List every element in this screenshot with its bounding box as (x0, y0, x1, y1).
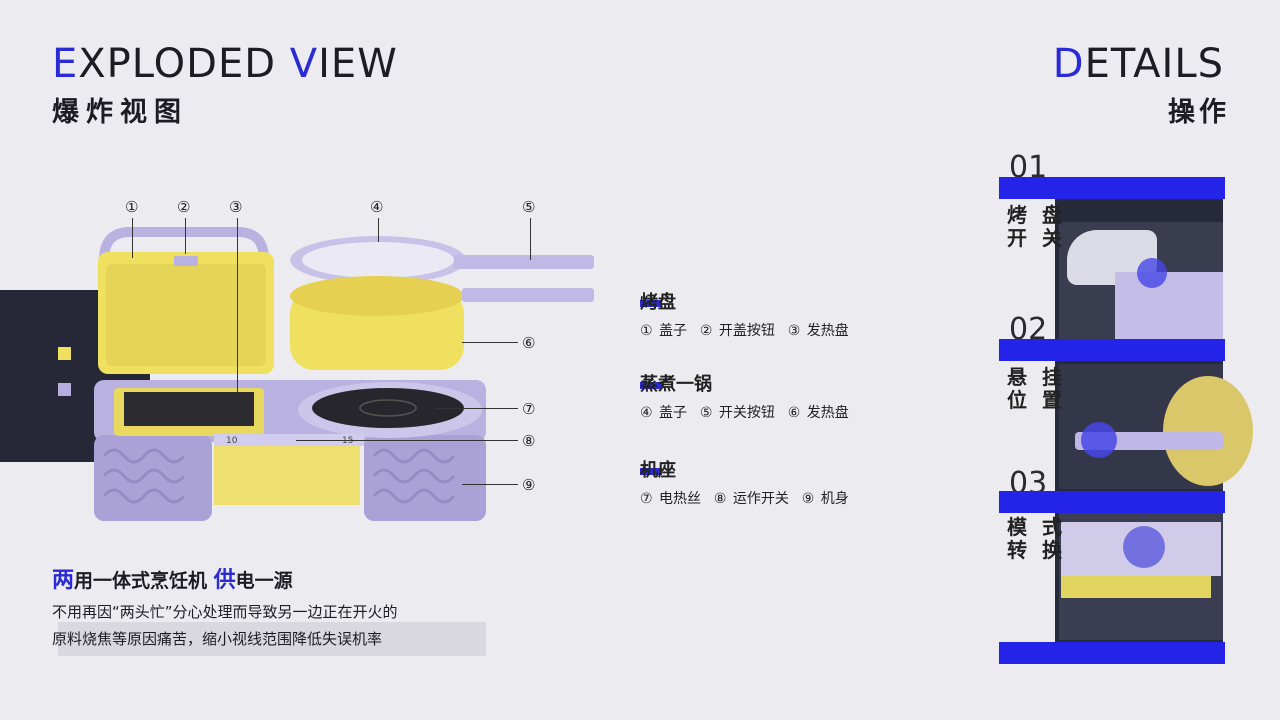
section-base: 机座 ⑦ 电热丝 ⑧ 运作开关 ⑨ 机身 (640, 456, 849, 508)
section-pot: 蒸煮一锅 ④ 盖子 ⑤ 开关按钮 ⑥ 发热盘 (640, 370, 849, 422)
cooker-exploded-illustration: 10 15 (94, 227, 594, 521)
step-2-photo (1059, 364, 1253, 489)
callout-1: ① (125, 198, 139, 216)
title-cap-v: V (289, 41, 319, 87)
step-2-label-line-2: 位 置 (1007, 388, 1066, 412)
section-items: ⑦ 电热丝 ⑧ 运作开关 ⑨ 机身 (640, 491, 849, 507)
slogan-text-1: 用一体式烹饪机 (74, 570, 214, 592)
hanging-hole-icon (1081, 422, 1117, 458)
callout-5: ⑤ (522, 198, 536, 216)
callout-1-leader (132, 218, 133, 258)
step-3-label: 模 式 转 换 (1007, 516, 1066, 562)
section-marker (640, 382, 662, 389)
step-1-photo (1059, 222, 1223, 342)
slogan-cap-2: 供 (213, 568, 236, 593)
pot-shape (1163, 376, 1253, 486)
step-1-label: 烤 盘 开 关 (1007, 204, 1066, 250)
description-highlight (58, 622, 486, 656)
title-text-xploded: XPLODED (78, 41, 290, 87)
callout-5-leader (530, 218, 531, 260)
section-marker (640, 468, 662, 475)
callout-6-leader (462, 342, 518, 343)
grill-unit-shape (1115, 272, 1223, 342)
button-highlight-icon (1137, 258, 1167, 288)
callout-3: ③ (229, 198, 243, 216)
details-panel: 01 02 03 烤 盘 开 关 悬 挂 位 置 模 式 转 换 (999, 150, 1253, 664)
title-cap-e: E (52, 41, 79, 87)
callout-7: ⑦ (522, 400, 536, 418)
callout-4: ④ (370, 198, 384, 216)
mode-switch-icon (1123, 526, 1165, 568)
section-marker (640, 300, 662, 307)
description-line-2: 原料烧焦等原因痛苦，缩小视线范围降低失误机率 (52, 630, 383, 648)
bottom-bar (999, 642, 1225, 664)
slogan-text-2: 电一源 (235, 570, 293, 592)
title-text-iew: IEW (318, 41, 398, 87)
callout-2-leader (185, 218, 186, 254)
step-3-bar (999, 491, 1225, 513)
yellow-front-shape (1061, 576, 1211, 598)
step-1-bar (999, 177, 1225, 199)
section-items: ④ 盖子 ⑤ 开关按钮 ⑥ 发热盘 (640, 405, 849, 421)
exploded-view-title: EXPLODED VIEW (52, 44, 398, 84)
details-subtitle: 操作 (1168, 97, 1230, 128)
slogan-cap-1: 两 (52, 568, 75, 593)
description: 不用再因“两头忙”分心处理而导致另一边正在开火的 原料烧焦等原因痛苦，缩小视线范… (52, 599, 398, 653)
control-strip-right-value: 15 (342, 436, 353, 446)
callout-8: ⑧ (522, 432, 536, 450)
section-title: 蒸煮一锅 (640, 374, 712, 395)
lavender-swatch (58, 383, 71, 396)
step-1-label-line-2: 开 关 (1007, 226, 1066, 250)
step-3-label-line-2: 转 换 (1007, 538, 1066, 562)
step-3-label-line-1: 模 式 (1007, 515, 1066, 539)
title-text-etails: ETAILS (1084, 41, 1224, 87)
step-3-photo (1059, 510, 1223, 640)
section-grill: 烤盘 ① 盖子 ② 开盖按钮 ③ 发热盘 (640, 288, 849, 340)
callout-4-leader (378, 218, 379, 242)
description-line-1: 不用再因“两头忙”分心处理而导致另一边正在开火的 (52, 603, 398, 621)
step-2-label: 悬 挂 位 置 (1007, 366, 1066, 412)
callout-9-leader (462, 484, 518, 485)
step-2-label-line-1: 悬 挂 (1007, 365, 1066, 389)
callout-3-leader (237, 218, 238, 394)
yellow-swatch (58, 347, 71, 360)
callout-7-leader (436, 408, 518, 409)
details-title: DETAILS (1053, 44, 1224, 84)
section-items: ① 盖子 ② 开盖按钮 ③ 发热盘 (640, 323, 849, 339)
title-cap-d: D (1052, 41, 1085, 87)
exploded-view-subtitle: 爆炸视图 (52, 97, 188, 128)
step-2-bar (999, 339, 1225, 361)
callout-6: ⑥ (522, 334, 536, 352)
section-title: 烤盘 (640, 292, 676, 313)
step-1-label-line-1: 烤 盘 (1007, 203, 1066, 227)
callout-8-leader (296, 440, 518, 441)
callout-2: ② (177, 198, 191, 216)
slogan: 两用一体式烹饪机 供电一源 (52, 562, 293, 594)
callout-9: ⑨ (522, 476, 536, 494)
section-title: 机座 (640, 460, 676, 481)
control-strip-left-value: 10 (226, 436, 238, 446)
